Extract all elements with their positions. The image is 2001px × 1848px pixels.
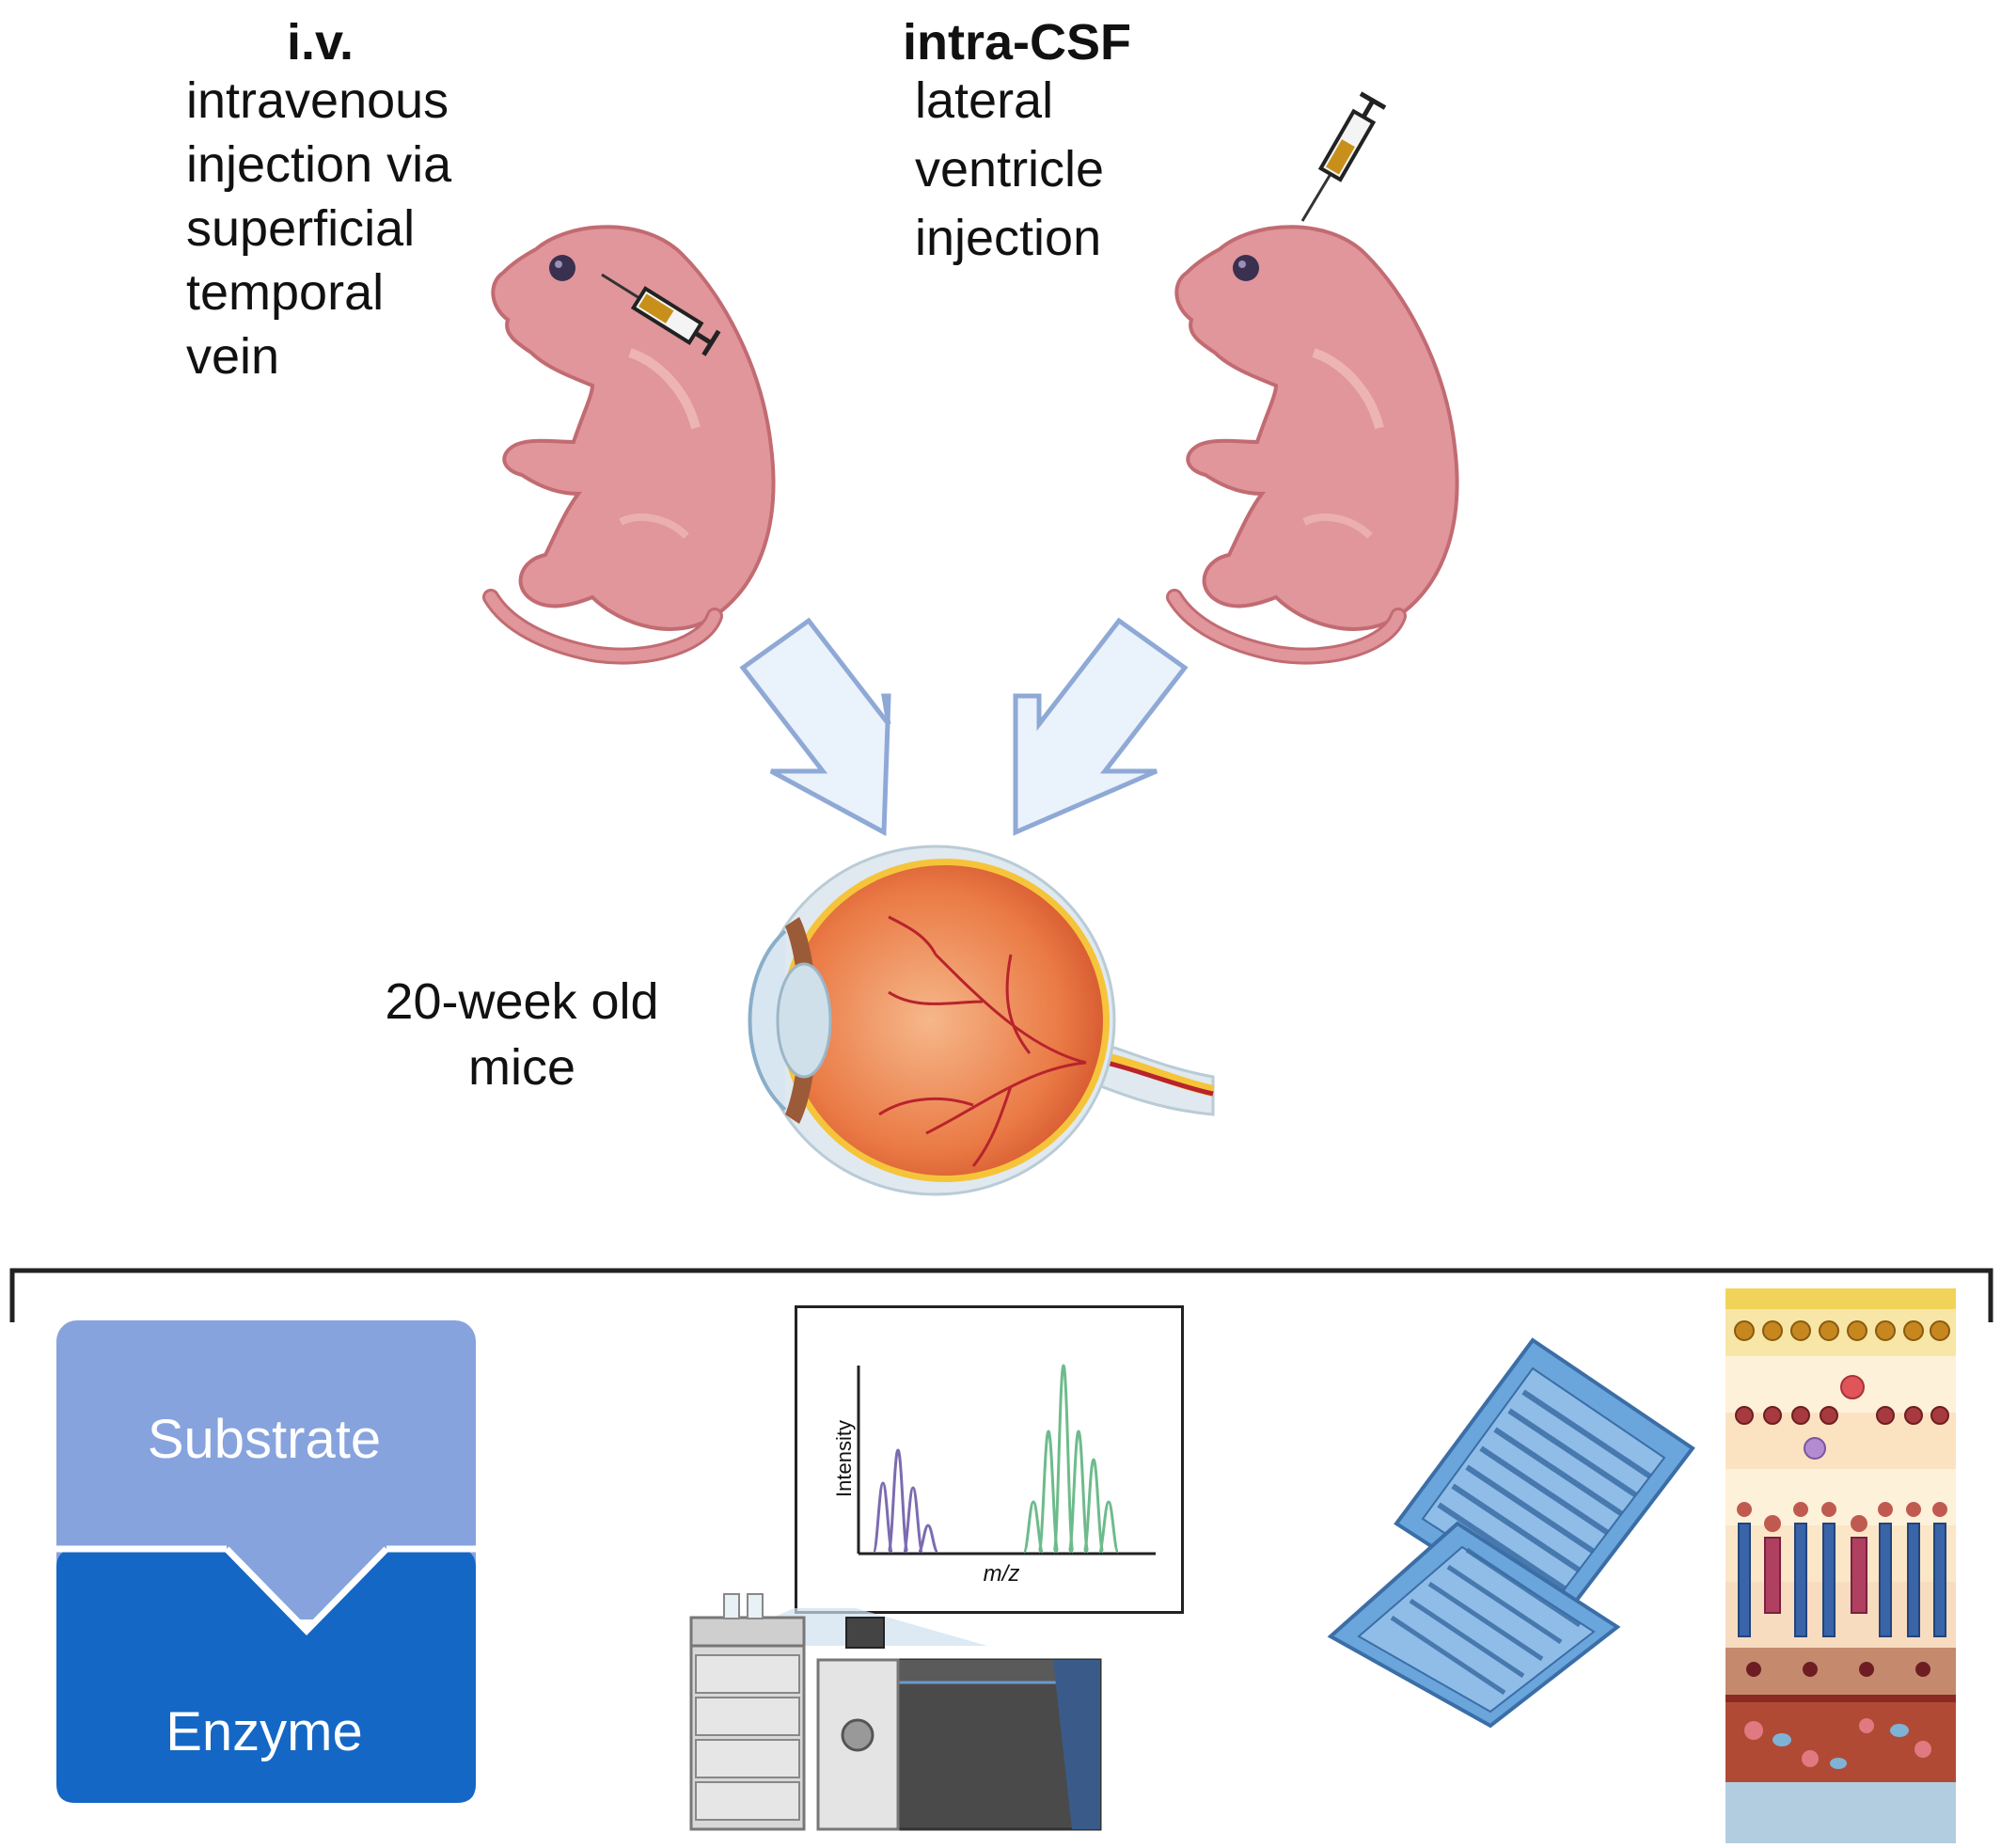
enzyme-label: Enzyme: [165, 1701, 363, 1762]
syringe-right-icon: [1300, 91, 1387, 222]
iv-line-3: superficial: [186, 200, 416, 257]
syringe-left-icon: [601, 273, 721, 356]
ms-xlabel: m/z: [983, 1561, 1020, 1587]
retina-layers-icon: [1725, 1288, 1956, 1843]
csf-line-3: injection: [915, 210, 1102, 266]
iv-line-1: intravenous: [186, 72, 449, 129]
iv-line-2: injection via: [186, 136, 452, 193]
csf-heading: intra-CSF: [903, 14, 1131, 71]
eye-label-line-1: 20-week old: [385, 973, 659, 1030]
arrow-right-to-eye: [1013, 617, 1189, 836]
arrow-left-to-eye: [739, 617, 891, 837]
mouse-pup-right-icon: [1166, 225, 1459, 665]
csf-line-2: ventricle: [915, 141, 1105, 197]
eye-cross-section-icon: [748, 845, 1215, 1196]
csf-line-1: lateral: [915, 72, 1054, 129]
iv-line-4: temporal: [186, 264, 385, 321]
iv-heading: i.v.: [287, 14, 355, 71]
ms-ylabel: Intensity: [832, 1420, 856, 1497]
mouse-pup-left-icon: [482, 225, 776, 665]
iv-line-5: vein: [186, 328, 280, 385]
ms-spectrum-chart: [857, 1364, 1156, 1556]
enzyme-assay-diagram: [56, 1320, 476, 1803]
lc-ms-instrument-icon: [689, 1593, 1102, 1831]
bracket-divider: [9, 1268, 1993, 1322]
substrate-label: Substrate: [147, 1409, 382, 1470]
tissue-cassette-icon: [1327, 1337, 1695, 1729]
eye-label-line-2: mice: [467, 1039, 575, 1096]
